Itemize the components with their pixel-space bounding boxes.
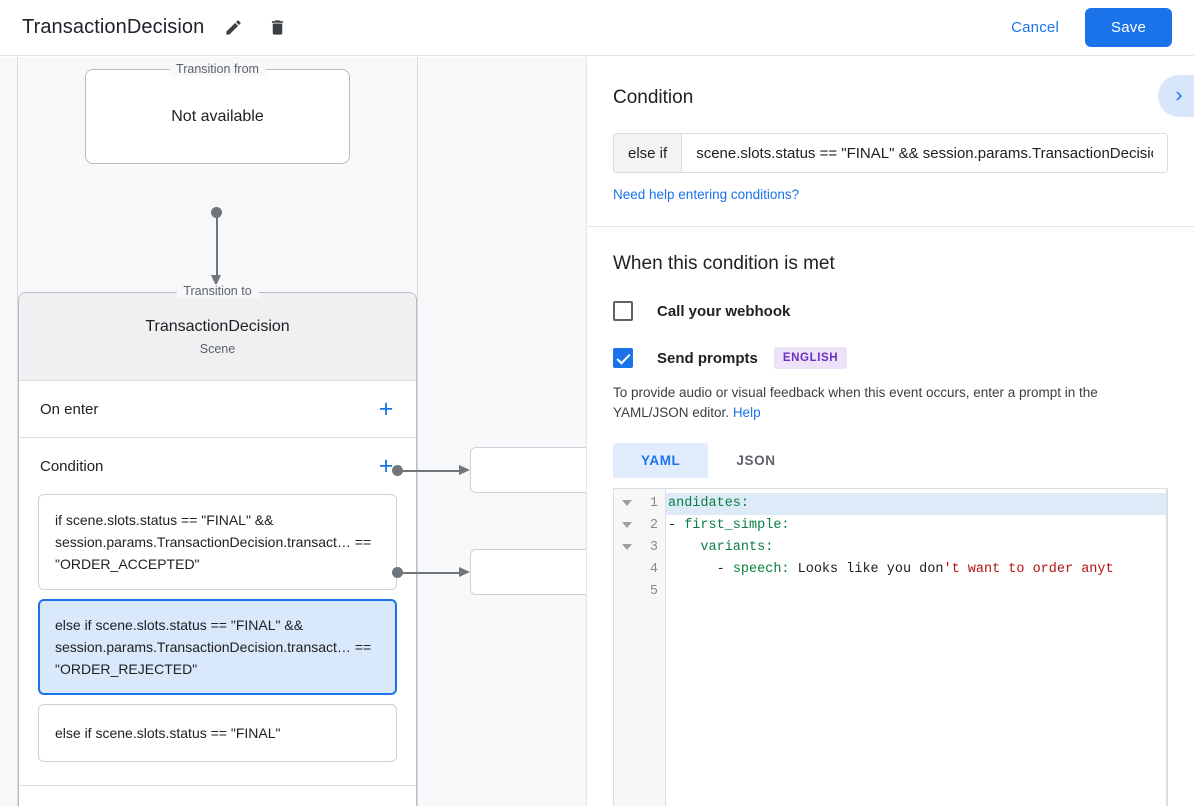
cancel-button[interactable]: Cancel [995,10,1075,45]
code-token: first_simple: [684,518,790,533]
editor-vertical-scrollbar[interactable] [1166,489,1167,806]
code-token: - [668,518,685,533]
collapse-panel-button[interactable] [1158,75,1194,117]
call-webhook-checkbox[interactable] [613,301,633,321]
tab-yaml[interactable]: YAML [613,443,709,478]
arrow-shaft [216,212,218,280]
transition-to-box[interactable]: Transition to TransactionDecision Scene [19,284,416,381]
editor-code-line: variants: [666,537,1167,559]
scene-card: Transition to TransactionDecision Scene … [18,284,417,806]
section-title-condition: Condition [40,457,104,475]
prompts-hint: To provide audio or visual feedback when… [613,383,1168,423]
code-token: Looks like you don [789,562,944,577]
section-title-on-enter: On enter [40,400,99,418]
condition-item-0[interactable]: if scene.slots.status == "FINAL" && sess… [38,494,397,590]
trash-icon [271,20,283,35]
panel-guide-line-right [417,57,418,806]
target-stub-1[interactable] [470,549,586,595]
add-slot-filling-button[interactable]: + [374,801,398,806]
fold-triangle-icon[interactable] [622,544,632,550]
need-help-conditions-link[interactable]: Need help entering conditions? [613,187,800,202]
delete-button[interactable] [262,13,292,43]
condition-field[interactable]: else if [613,133,1168,173]
send-prompts-checkbox[interactable] [613,348,633,368]
tab-json[interactable]: JSON [736,453,776,468]
call-webhook-label: Call your webhook [657,302,791,320]
editor-code-area[interactable]: andidates: - first_simple: variants: - sp… [666,489,1167,806]
code-token: 't want to order anyt [943,562,1114,577]
code-token: - [668,562,733,577]
editor-line-number: 4 [614,559,665,581]
transition-to-name: TransactionDecision [145,317,290,335]
add-on-enter-button[interactable]: + [378,394,394,423]
code-token: andidates: [668,496,750,511]
editor-code-line: - first_simple: [666,515,1167,537]
line-number-text: 3 [649,540,658,555]
condition-section: Condition else if Need help entering con… [587,57,1194,227]
graph-panel: Transition from Not available Transition… [0,57,586,806]
top-bar: TransactionDecision Cancel Save [0,0,1194,56]
transition-to-type: Scene [199,341,236,356]
condition-input[interactable] [682,134,1167,172]
target-stub-0[interactable] [470,447,586,493]
code-token: speech: [732,562,790,577]
connector-dot [392,465,403,476]
editor-line-number: 2 [614,515,665,537]
section-on-enter: On enter + [19,381,416,438]
condition-item-1[interactable]: else if scene.slots.status == "FINAL" &&… [38,599,397,695]
editor-line-number: 5 [614,581,665,603]
panel-guide-line-left [17,57,18,806]
code-token: variants: [700,540,774,555]
line-number-text: 5 [649,584,658,599]
editor-format-tabs: YAML JSON [613,443,1168,478]
when-met-heading: When this condition is met [613,253,835,274]
chevron-right-icon [1176,91,1182,101]
transition-from-value: Not available [171,107,264,125]
detail-panel: Condition else if Need help entering con… [586,57,1194,806]
connector-arrow-head [459,567,470,577]
when-condition-met-section: When this condition is met Call your web… [587,227,1194,806]
code-token [668,540,700,555]
save-button[interactable]: Save [1085,8,1172,47]
arrow-head [211,275,221,286]
connector-line [400,572,463,574]
fold-triangle-icon[interactable] [622,500,632,506]
section-slot-filling: Slot filling + Slot validation [19,786,416,806]
editor-code-line: andidates: [666,493,1167,515]
connector-dot [392,567,403,578]
code-editor[interactable]: 1 2 3 4 5 andidates: - first_simple: variants… [613,488,1168,806]
pencil-icon [226,20,241,35]
editor-code-line [666,581,1167,603]
section-condition: Condition + if scene.slots.status == "FI… [19,438,416,786]
condition-prefix: else if [614,134,683,172]
page-title: TransactionDecision [22,16,205,38]
send-prompts-row[interactable]: Send prompts ENGLISH [613,347,1168,369]
editor-gutter: 1 2 3 4 5 [614,489,666,806]
line-number-text: 2 [649,518,658,533]
prompts-hint-text: To provide audio or visual feedback when… [613,385,1098,420]
transition-from-legend: Transition from [169,62,266,76]
connector-line [400,470,463,472]
add-condition-button[interactable]: + [378,451,394,480]
editor-line-number: 1 [614,493,665,515]
fold-triangle-icon[interactable] [622,522,632,528]
transition-from-box[interactable]: Transition from Not available [85,62,350,164]
webhook-row[interactable]: Call your webhook [613,301,1168,321]
editor-code-line: - speech: Looks like you don't want to o… [666,559,1167,581]
help-link[interactable]: Help [732,405,761,420]
transition-to-legend: Transition to [176,284,259,298]
edit-button[interactable] [218,13,248,43]
editor-line-number: 3 [614,537,665,559]
line-number-text: 1 [649,496,658,511]
send-prompts-label: Send prompts [657,349,758,367]
line-number-text: 4 [649,562,658,577]
connector-arrow-head [459,465,470,475]
condition-item-2[interactable]: else if scene.slots.status == "FINAL" [38,704,397,762]
detail-title: Condition [613,87,694,108]
language-badge: ENGLISH [773,347,848,369]
